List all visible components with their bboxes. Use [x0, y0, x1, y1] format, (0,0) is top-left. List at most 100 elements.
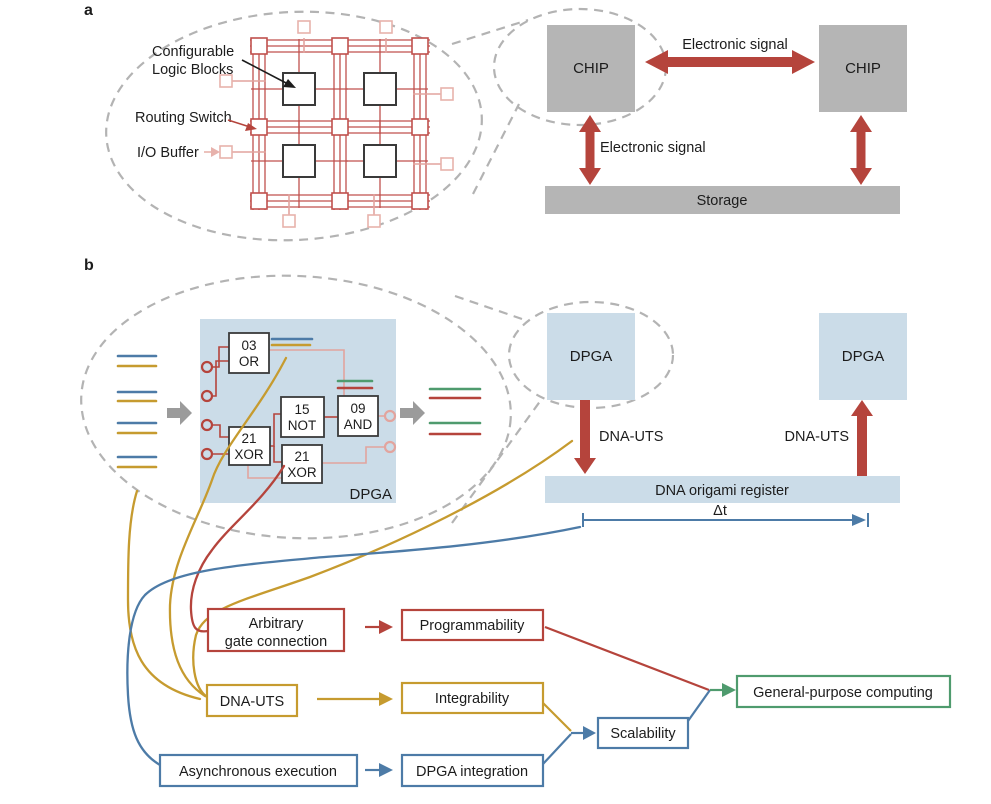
panel-a-letter: a — [84, 2, 93, 19]
flowchart: Arbitrary gate connection Programmabilit… — [158, 607, 952, 788]
fpga-callout — [105, 10, 529, 242]
dna-uts-down-arrow — [574, 400, 596, 474]
arrow-arbitrary-to-programmability — [365, 620, 393, 634]
routing-switch-square — [250, 192, 268, 210]
output-terminal — [383, 409, 397, 423]
fpga-callout-ellipse — [105, 10, 483, 242]
delta-t-label: Δt — [713, 503, 727, 519]
io-buffer-square — [219, 74, 233, 88]
dpga-wires — [200, 346, 397, 479]
io-buffer-square — [440, 157, 454, 171]
intermediate-strands — [270, 337, 374, 390]
io-buffer-square — [219, 145, 233, 159]
io-buffer-label: I/O Buffer — [137, 145, 199, 161]
concept-curves — [126, 356, 582, 767]
arrow-asynchronous-to-dpga-integration — [365, 763, 393, 777]
routing-switch-square — [411, 118, 429, 136]
callout-tangent-lower-b — [451, 399, 542, 524]
clb-square — [282, 72, 316, 106]
gate-and-num: 09 — [350, 401, 365, 416]
scalability-label: Scalability — [610, 726, 676, 742]
panel-b: b — [80, 257, 952, 788]
gold-curve-from-strands — [126, 489, 202, 701]
gate-xor2-num: 21 — [294, 449, 309, 464]
io-buffer-square — [282, 214, 296, 228]
programmability-box: Programmability — [400, 608, 545, 642]
clb-label-line2: Logic Blocks — [152, 62, 233, 78]
routing-switches — [250, 37, 429, 210]
chip-right-label: CHIP — [845, 60, 881, 77]
dna-uts-right-label: DNA-UTS — [785, 429, 849, 445]
gate-xor1-type: XOR — [234, 447, 264, 462]
input-terminal — [200, 389, 214, 403]
chip-right-box — [819, 25, 907, 112]
gate-or-type: OR — [239, 354, 260, 369]
callout-tangent-lower — [472, 103, 520, 195]
routing-switch-square — [250, 37, 268, 55]
general-purpose-computing-box: General-purpose computing — [735, 674, 952, 709]
output-terminal — [383, 440, 397, 454]
integrability-box: Integrability — [400, 681, 545, 715]
dpga-block-label: DPGA — [349, 486, 392, 503]
gate-and: 09 AND — [337, 395, 379, 437]
electronic-signal-arrow-right-vertical — [850, 115, 872, 185]
dna-origami-register-bar — [545, 476, 900, 503]
output-strands — [428, 387, 482, 436]
io-buffer-square — [367, 214, 381, 228]
clb-square — [282, 144, 316, 178]
clb-arrow — [241, 59, 296, 88]
io-buffer-square — [297, 20, 311, 34]
gate-xor-1: 21 XOR — [228, 426, 271, 466]
gate-or: 03 OR — [228, 332, 270, 374]
io-buffers — [219, 20, 454, 228]
dpga-left-box — [547, 313, 635, 400]
integrability-label: Integrability — [435, 691, 510, 707]
gpc-connectors — [544, 625, 736, 722]
gate-or-num: 03 — [241, 338, 256, 353]
arbitrary-gate-connection-box: Arbitrary gate connection — [206, 607, 346, 653]
routing-switch-square — [411, 192, 429, 210]
general-purpose-label: General-purpose computing — [753, 685, 933, 701]
storage-label: Storage — [697, 193, 748, 209]
input-flow-arrow — [167, 401, 192, 425]
gold-curve-through-dpga — [168, 356, 288, 698]
arbitrary-line2: gate connection — [225, 634, 327, 650]
asynchronous-execution-box: Asynchronous execution — [158, 753, 359, 788]
chip-left-box — [547, 25, 635, 112]
gate-not-num: 15 — [294, 402, 309, 417]
gate-xor2-type: XOR — [287, 465, 317, 480]
output-flow-arrow — [400, 401, 425, 425]
io-buffer-square — [379, 20, 393, 34]
dpga-left-label: DPGA — [570, 348, 613, 365]
dpga-right-box — [819, 313, 907, 400]
routing-switch-square — [411, 37, 429, 55]
scalability-box: Scalability — [596, 716, 690, 750]
dpga-register-diagram: DPGA DPGA DNA-UTS DNA-UTS DNA origami re… — [545, 313, 907, 527]
electronic-signal-arrow-horizontal — [645, 50, 815, 74]
input-terminal — [200, 447, 214, 461]
panel-b-letter: b — [84, 257, 94, 274]
gate-xor1-num: 21 — [241, 431, 256, 446]
chip-left-label: CHIP — [573, 60, 609, 77]
routing-switch-square — [331, 37, 349, 55]
gate-not: 15 NOT — [280, 396, 325, 438]
arbitrary-line1: Arbitrary — [249, 616, 305, 632]
delta-t-arrowhead — [852, 514, 866, 526]
clb-label-line1: Configurable — [152, 44, 234, 60]
scalability-connectors — [542, 702, 596, 765]
dpga-logic-block: 03 OR 15 NOT 09 AND 21 XOR 21 XOR — [200, 319, 397, 503]
gate-and-type: AND — [344, 417, 373, 432]
io-buffer-square — [440, 87, 454, 101]
io-buffer-arrow — [204, 147, 220, 157]
routing-switch-square — [331, 192, 349, 210]
input-terminal — [200, 418, 214, 432]
routing-switch-arrow — [227, 119, 257, 131]
electronic-signal-top-label: Electronic signal — [682, 37, 788, 53]
clb-stub-wires — [251, 39, 428, 208]
blue-curve-from-delta-t — [126, 525, 582, 767]
routing-switch-square — [331, 118, 349, 136]
electronic-signal-arrow-left-vertical — [579, 115, 601, 185]
dna-uts-box-label: DNA-UTS — [220, 694, 284, 710]
